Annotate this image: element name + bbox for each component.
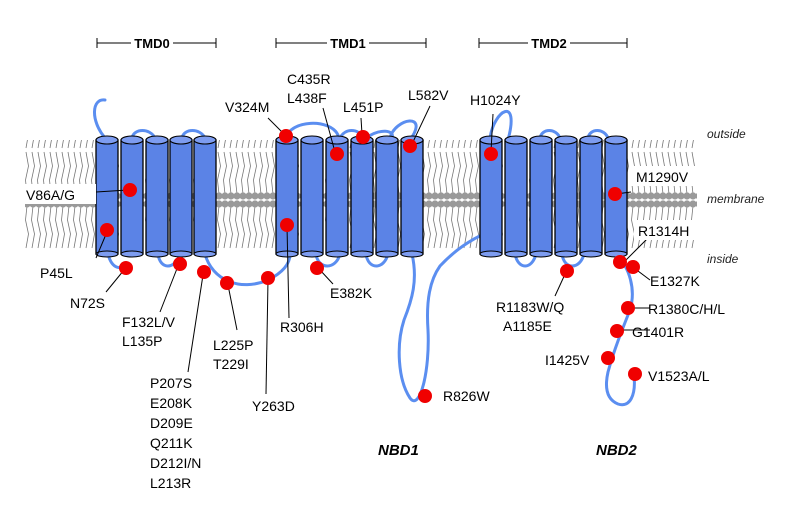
mutation-label-i1425: I1425V [545, 352, 590, 368]
mutation-dot-l582 [403, 139, 417, 153]
tmd0-helices [95, 135, 217, 258]
leader-lines [95, 105, 651, 395]
mutation-dot-v1523 [628, 367, 642, 381]
tmd0-bracket: TMD0 [96, 35, 217, 51]
mutation-dot-f132 [173, 257, 187, 271]
mutation-label-g1401: G1401R [632, 324, 684, 340]
mutation-labels: V86A/G P45L N72S F132L/V L135P P207S E20… [20, 71, 725, 491]
mutation-label-y263: Y263D [252, 398, 295, 414]
mutation-label-e1327: E1327K [650, 273, 700, 289]
mutation-label-t229: T229I [213, 356, 249, 372]
mutation-label-l225: L225P [213, 337, 253, 353]
tmd2-label: TMD2 [531, 36, 566, 51]
mutation-label-v1523: V1523A/L [648, 368, 710, 384]
mutation-label-r1314: R1314H [638, 223, 689, 239]
mutation-dot-h1024 [484, 147, 498, 161]
mutation-dot-n72 [119, 261, 133, 275]
mutation-dot-e1327 [626, 260, 640, 274]
mutation-label-m1290: M1290V [636, 169, 689, 185]
mutation-label-l438: L438F [287, 90, 327, 106]
nbd2-label: NBD2 [596, 442, 637, 459]
tmd1-label: TMD1 [330, 36, 365, 51]
tmd2-helices [479, 135, 628, 258]
mutation-dot-e382 [310, 261, 324, 275]
mutation-label-c435: C435R [287, 71, 331, 87]
mutation-dot-r826 [418, 389, 432, 403]
mutation-label-l135: L135P [122, 333, 162, 349]
mutation-label-p207: P207S [150, 375, 192, 391]
mutation-label-l451: L451P [343, 99, 383, 115]
mutation-label-r1380: R1380C/H/L [648, 301, 725, 317]
mutation-dot-r1380 [621, 301, 635, 315]
mutation-label-r306: R306H [280, 319, 324, 335]
mutation-dot-r306 [280, 218, 294, 232]
mutation-dot-y263 [261, 271, 275, 285]
mutation-label-r1183: R1183W/Q [496, 299, 564, 315]
mutation-label-d212: D212I/N [150, 455, 201, 471]
mutation-dot-p207 [197, 265, 211, 279]
mutation-dots [100, 129, 642, 403]
mutation-label-l213: L213R [150, 475, 191, 491]
mutation-dot-r1314 [613, 255, 627, 269]
tmd0-label: TMD0 [134, 36, 169, 51]
mutation-label-p45: P45L [40, 265, 73, 281]
mutation-label-r826: R826W [443, 388, 490, 404]
mutation-dot-r1183 [560, 264, 574, 278]
mutation-label-a1185: A1185E [503, 318, 552, 334]
mutation-dot-c435 [330, 147, 344, 161]
mutation-label-l582: L582V [408, 87, 449, 103]
mutation-label-e382: E382K [330, 285, 373, 301]
tmd2-bracket: TMD2 [478, 35, 628, 51]
mutation-label-q211: Q211K [150, 435, 193, 451]
mutation-dot-m1290 [608, 187, 622, 201]
mutation-dot-l451 [356, 130, 370, 144]
mutation-label-v324: V324M [225, 99, 269, 115]
mutation-dot-p45 [100, 223, 114, 237]
mutation-label-v86: V86A/G [26, 187, 75, 203]
tmd1-bracket: TMD1 [275, 35, 427, 51]
mutation-dot-v324 [279, 129, 293, 143]
inside-label: inside [707, 252, 739, 266]
mutation-label-d209: D209E [150, 415, 193, 431]
membrane-label: membrane [707, 192, 765, 206]
mutation-label-n72: N72S [70, 295, 105, 311]
mutation-label-e208: E208K [150, 395, 193, 411]
mutation-dot-v86 [123, 183, 137, 197]
outside-label: outside [707, 127, 746, 141]
mutation-dot-i1425 [601, 351, 615, 365]
nbd1-label: NBD1 [378, 442, 419, 459]
tmd1-helices [275, 135, 424, 258]
mutation-label-f132: F132L/V [122, 314, 176, 330]
mutation-dot-g1401 [610, 324, 624, 338]
mutation-label-h1024: H1024Y [470, 92, 521, 108]
mutation-dot-l225 [220, 276, 234, 290]
